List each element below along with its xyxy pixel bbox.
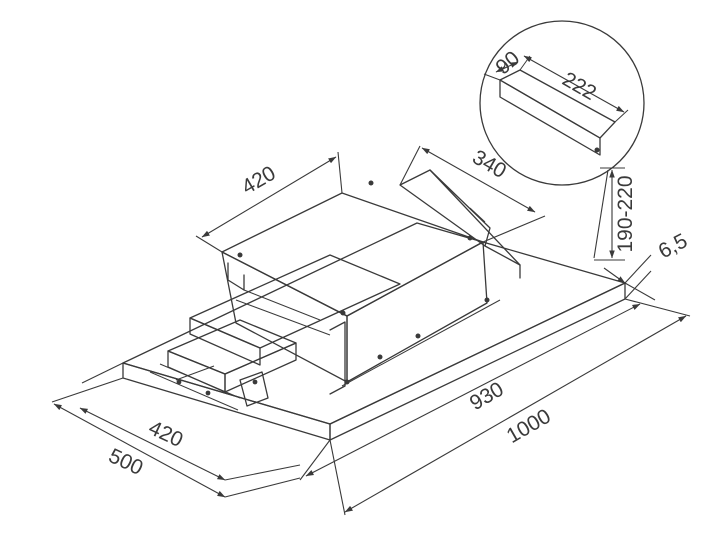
front-slide-drawer <box>149 254 401 411</box>
label-inner-depth: 420 <box>145 416 186 452</box>
label-overall-length: 1000 <box>503 405 555 448</box>
label-overall-depth: 500 <box>105 444 146 480</box>
label-height-range: 190-220 <box>614 175 637 252</box>
label-panel-thickness: 6,5 <box>655 229 692 263</box>
base-panel <box>122 222 626 441</box>
motor-housing <box>221 169 521 395</box>
dimension-lines <box>51 145 691 516</box>
detail-callout <box>479 20 645 259</box>
label-detail-width: 90 <box>491 47 524 80</box>
label-inner-length: 930 <box>466 378 508 415</box>
label-top-length: 420 <box>238 162 280 199</box>
label-detail-length: 222 <box>558 68 600 105</box>
dimension-labels: 420 340 190-220 6,5 930 1000 420 500 90 … <box>105 47 691 480</box>
